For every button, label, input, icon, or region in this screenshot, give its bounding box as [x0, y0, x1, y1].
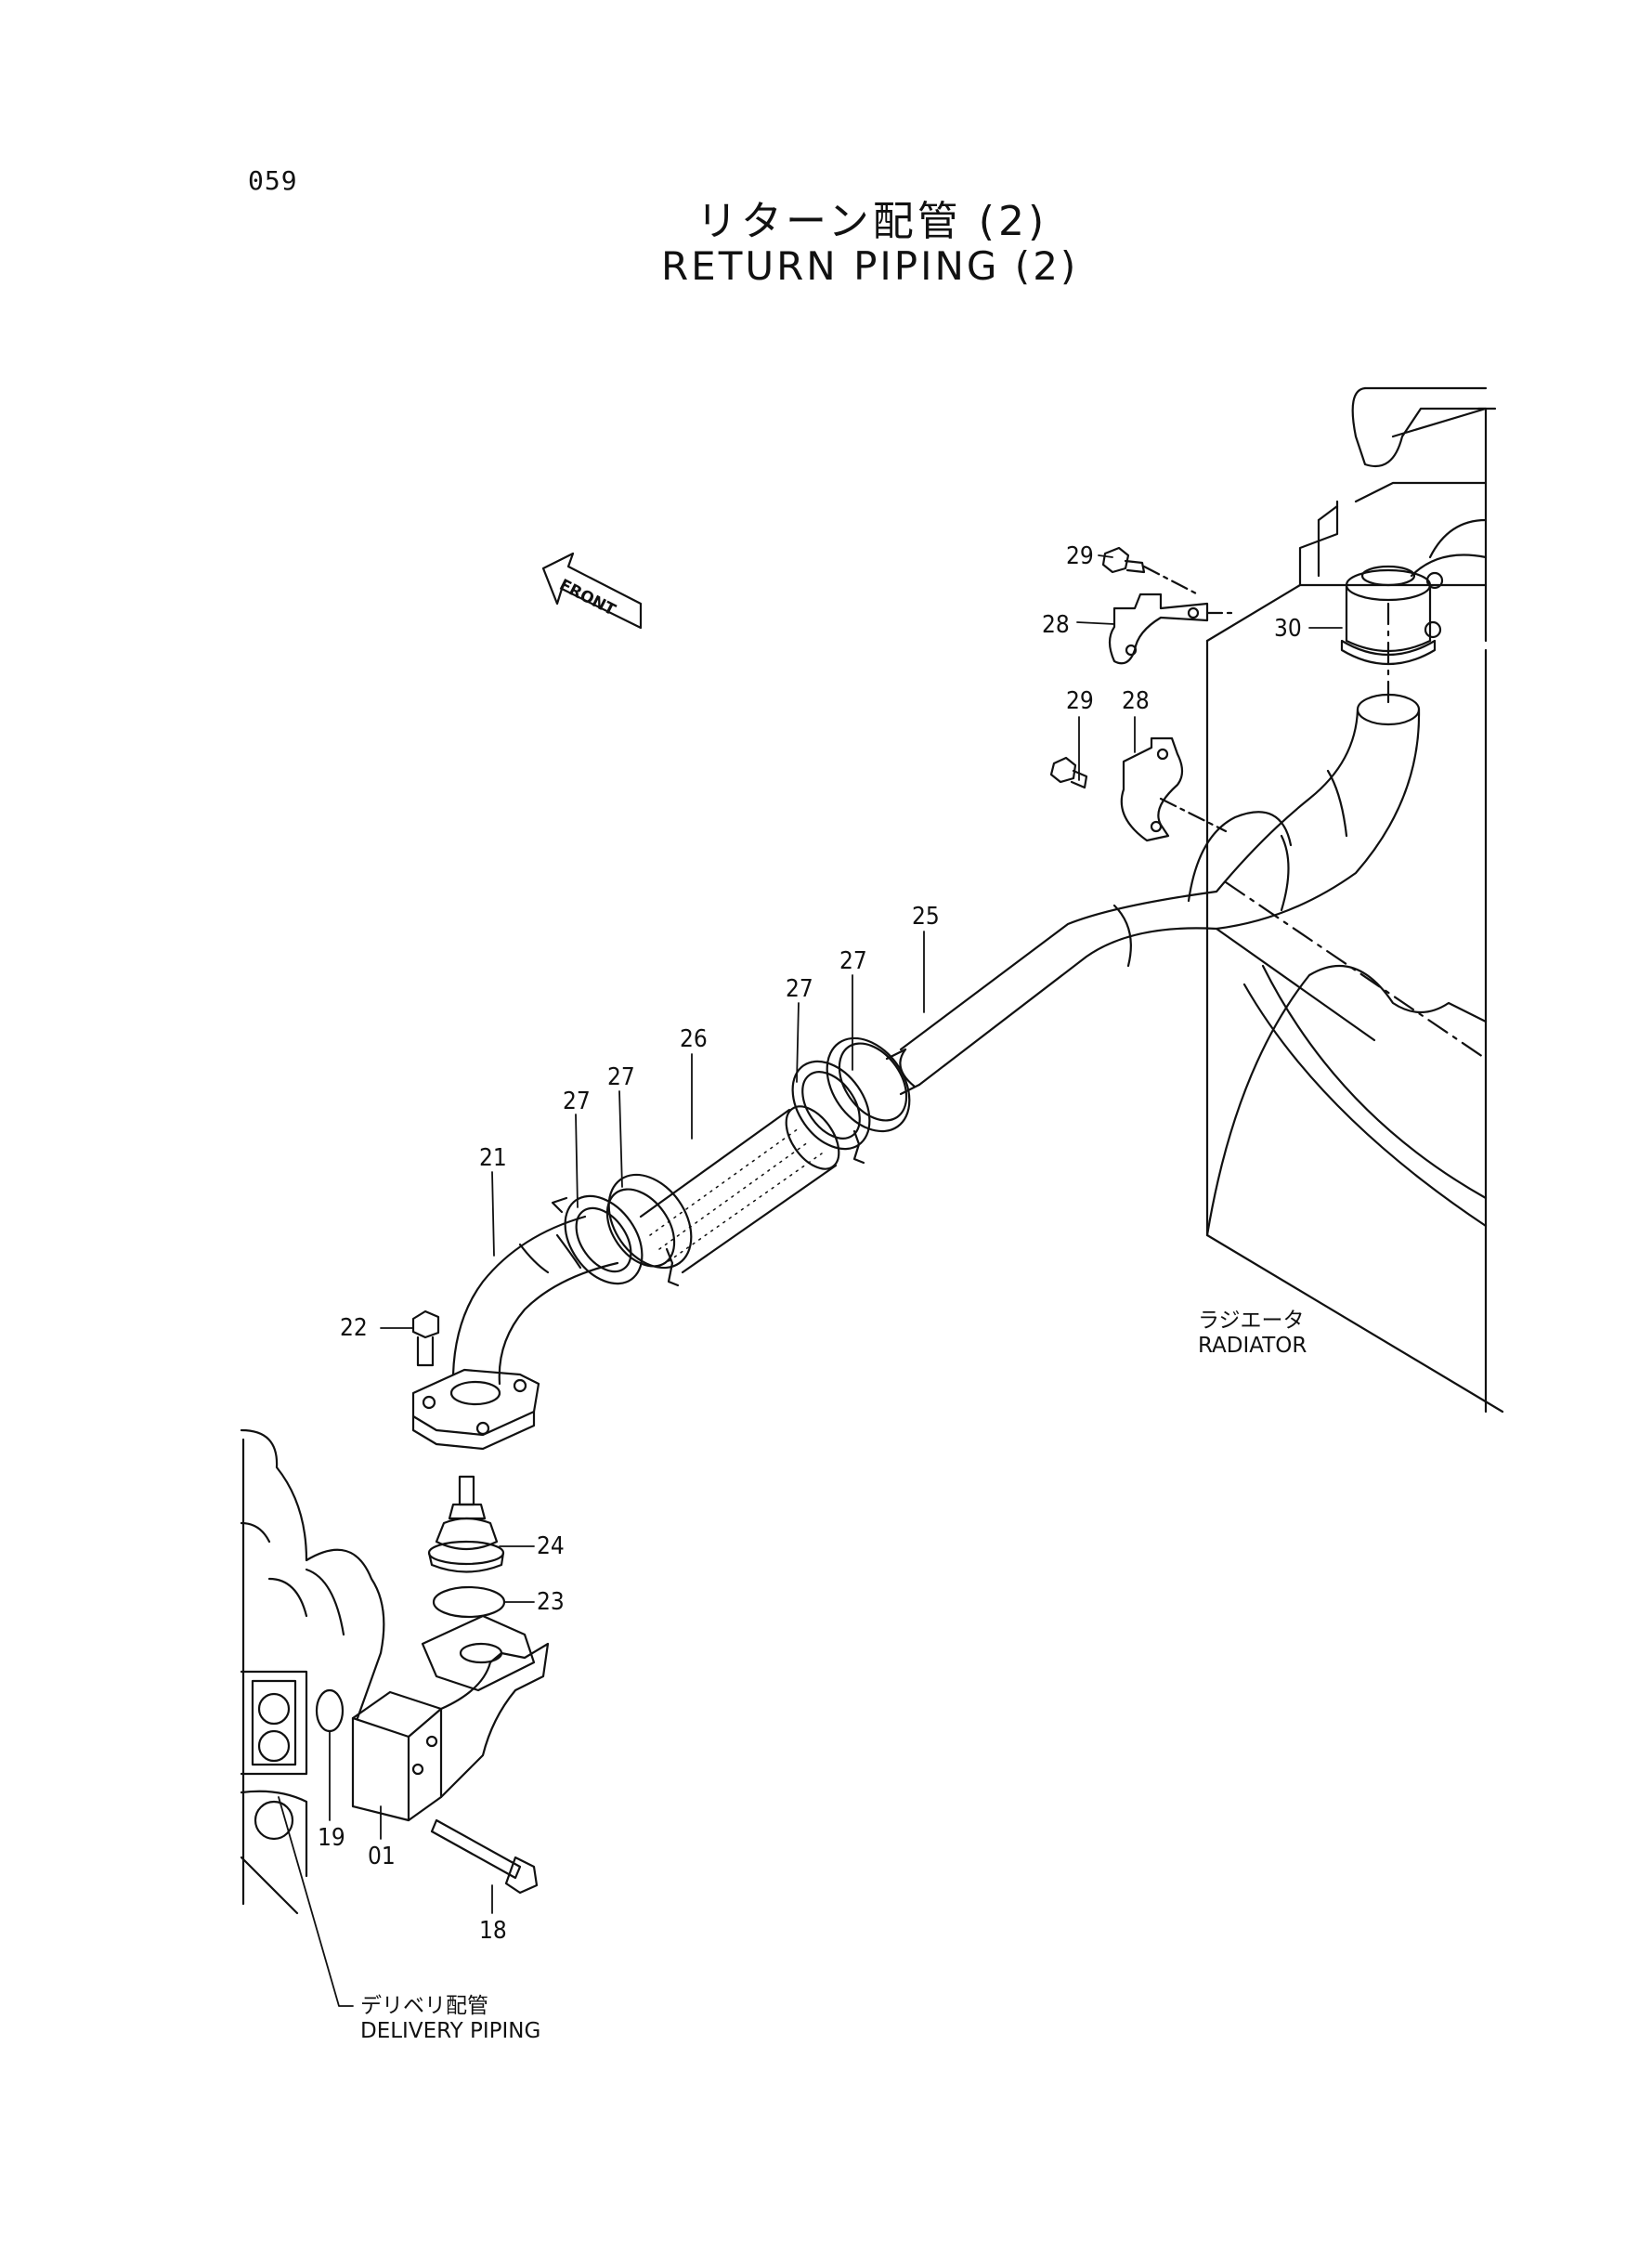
radiator-drawing	[1187, 386, 1504, 1414]
callout-30: 30	[1274, 615, 1302, 643]
callout-22: 22	[340, 1314, 368, 1342]
callout-27-b: 27	[607, 1063, 635, 1091]
callout-24: 24	[537, 1532, 565, 1560]
block-01	[351, 1614, 550, 1822]
callout-18: 18	[479, 1917, 507, 1945]
bolt-29-lower	[1049, 756, 1088, 789]
clamp-27-d	[826, 1036, 921, 1165]
breather-24	[427, 1475, 505, 1573]
elbow-pipe-21	[411, 1215, 619, 1451]
callout-26: 26	[680, 1025, 708, 1053]
page-title-ja: リターン配管 (2)	[696, 198, 1048, 245]
hose-outlet-30	[1340, 565, 1444, 708]
callout-21: 21	[479, 1144, 507, 1172]
hose-26	[639, 1105, 840, 1274]
radiator-label-ja: ラジエータ	[1198, 1309, 1305, 1333]
callout-29-upper: 29	[1066, 542, 1094, 570]
callout-27-c: 27	[786, 975, 813, 1003]
front-arrow	[541, 552, 643, 630]
callout-01: 01	[368, 1843, 396, 1870]
callout-27-d: 27	[839, 947, 867, 975]
bolt-18	[430, 1818, 539, 1895]
return-tube-25	[899, 693, 1421, 1088]
callout-28-lower: 28	[1122, 687, 1150, 715]
clamp-28-lower	[1120, 736, 1228, 842]
clamp-28-upper	[1108, 593, 1237, 665]
leader-lines	[278, 554, 1343, 2007]
delivery-piping-label-en: DELIVERY PIPING	[360, 2019, 541, 2043]
radiator-label-en: RADIATOR	[1198, 1334, 1307, 1358]
delivery-piping-label-ja: デリベリ配管	[360, 1994, 488, 2018]
callout-29-lower: 29	[1066, 687, 1094, 715]
page-number: 059	[248, 165, 298, 196]
o-ring-19	[315, 1688, 345, 1733]
callout-28-upper: 28	[1042, 611, 1070, 639]
clamp-27-a	[551, 1194, 644, 1285]
o-ring-23	[432, 1585, 506, 1619]
bolt-29-upper	[1101, 546, 1200, 596]
callout-25: 25	[912, 903, 940, 931]
callout-27-a: 27	[563, 1088, 591, 1115]
pump-body	[240, 1428, 385, 1915]
callout-19: 19	[318, 1824, 345, 1852]
bolt-22	[411, 1309, 440, 1367]
clamp-27-b	[605, 1173, 693, 1287]
page-title-en: RETURN PIPING (2)	[661, 243, 1079, 289]
callout-23: 23	[537, 1588, 565, 1616]
